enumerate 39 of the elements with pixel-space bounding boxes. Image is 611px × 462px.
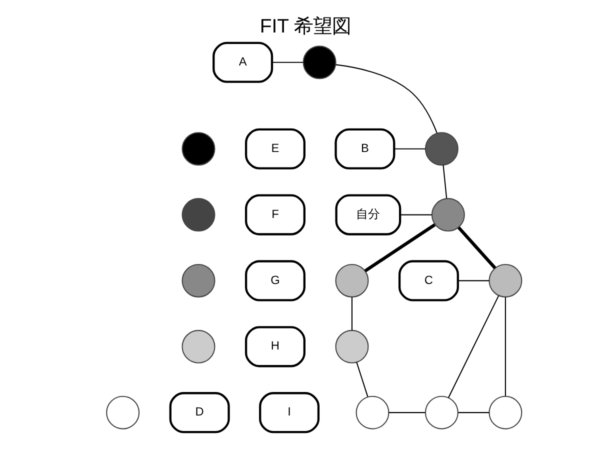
node-box: G (244, 260, 306, 302)
connector (458, 280, 490, 282)
connector (336, 64, 438, 134)
connector (351, 297, 353, 330)
node-circle (106, 396, 140, 430)
node-circle (488, 264, 522, 298)
connector (448, 295, 500, 398)
node-circle (182, 264, 216, 298)
node-circle (431, 198, 465, 232)
node-box: C (398, 260, 459, 302)
node-box: 自分 (335, 194, 402, 236)
diagram-title: FIT 希望図 (260, 16, 352, 38)
node-circle (356, 396, 390, 430)
connector (458, 412, 490, 414)
connector (388, 412, 426, 414)
connector (356, 362, 368, 397)
connector (272, 62, 304, 63)
node-circle (182, 330, 216, 364)
node-circle (182, 198, 216, 232)
connector (457, 226, 496, 270)
connector (442, 164, 448, 198)
node-circle (488, 396, 522, 430)
connector (394, 148, 426, 150)
connector (364, 223, 436, 272)
node-box: D (169, 392, 230, 434)
node-circle (302, 46, 336, 80)
node-circle (335, 264, 369, 298)
node-circle (424, 396, 458, 430)
connector (400, 214, 432, 216)
node-box: B (334, 128, 396, 170)
node-circle (182, 132, 216, 166)
node-box: H (244, 326, 306, 368)
node-box: E (244, 128, 306, 170)
node-box: A (212, 42, 274, 83)
node-circle (424, 132, 458, 166)
node-box: I (259, 392, 320, 434)
connector (504, 297, 506, 396)
node-circle (335, 330, 369, 364)
node-box: F (244, 194, 306, 236)
